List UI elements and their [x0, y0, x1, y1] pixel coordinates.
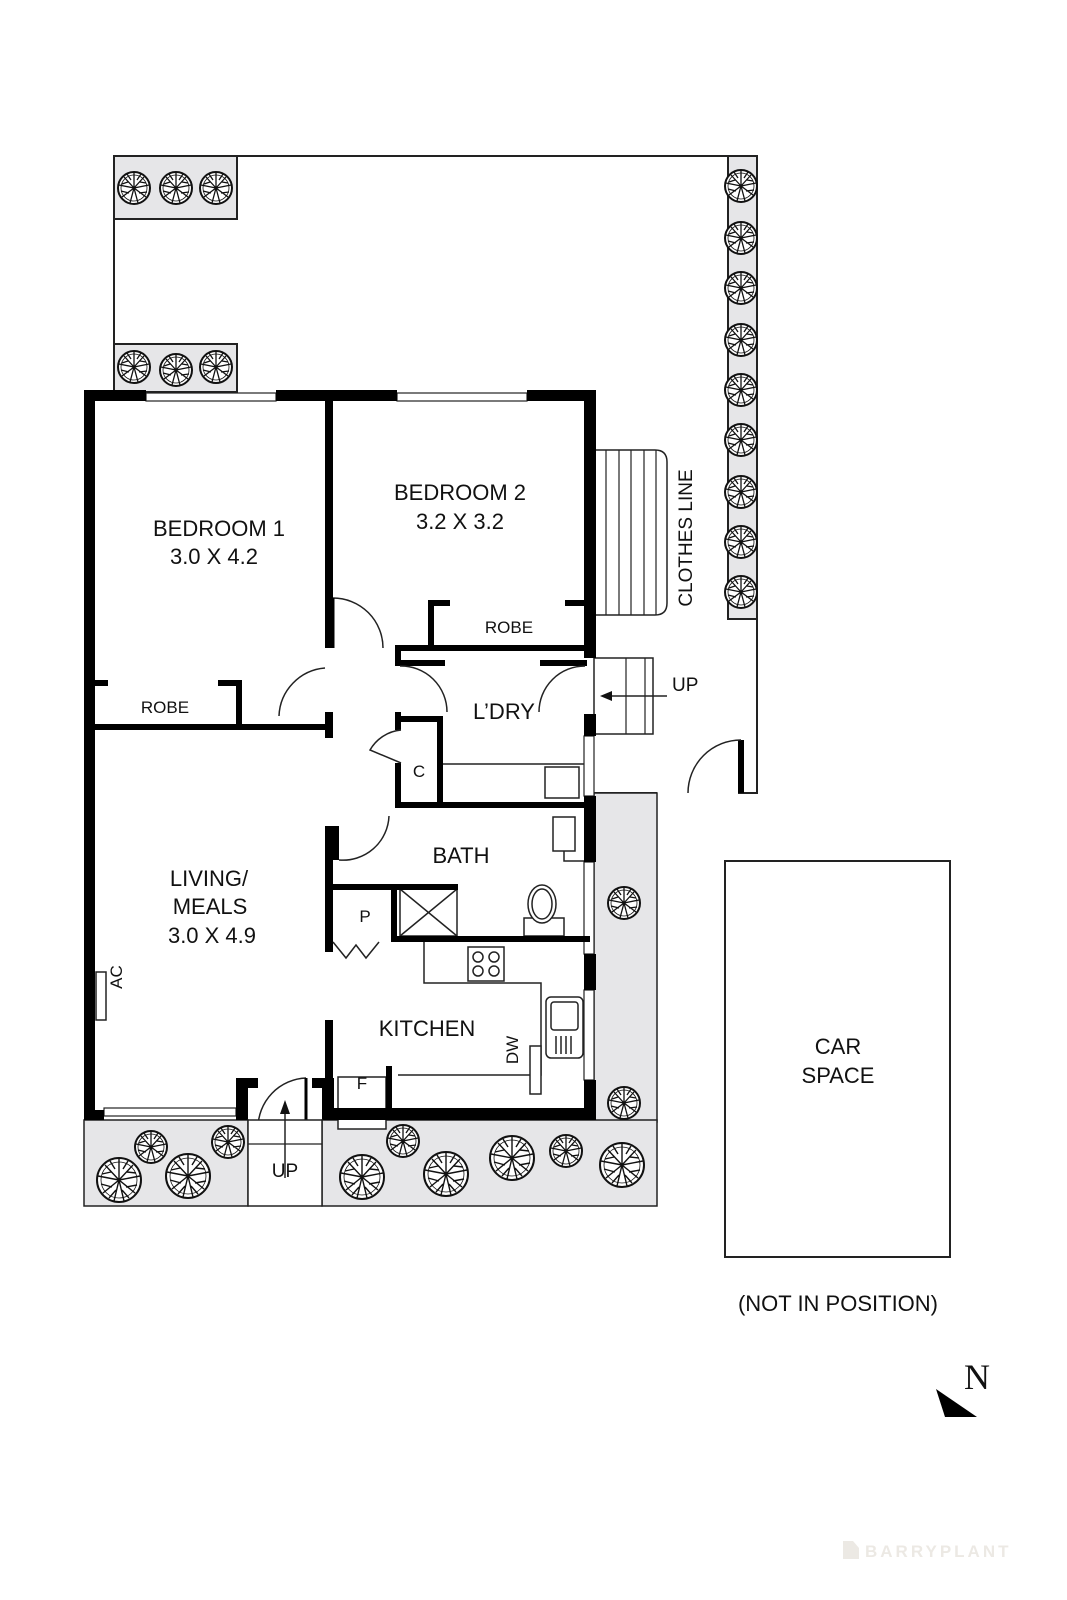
walls [84, 390, 596, 1120]
room-size-bedroom2: 3.2 X 3.2 [416, 509, 504, 534]
dishwasher-label: DW [503, 1036, 522, 1064]
room-name-kitchen: KITCHEN [379, 1016, 476, 1041]
car-space-note: (NOT IN POSITION) [738, 1291, 938, 1316]
room-name-bedroom2: BEDROOM 2 [394, 480, 526, 505]
car-space-label: CAR [815, 1034, 861, 1059]
car-space-label-2: SPACE [802, 1063, 875, 1088]
fixtures [95, 763, 584, 1130]
cupboard-label: C [413, 762, 425, 781]
room-name-robe2: ROBE [485, 618, 533, 637]
room-size-living: 3.0 X 4.9 [168, 923, 256, 948]
rear-stairs-label: UP [672, 675, 698, 696]
house-floor [88, 394, 590, 1114]
doors [257, 597, 586, 1129]
side-gate [687, 739, 744, 794]
room-name-meals: MEALS [173, 894, 248, 919]
fridge-label: F [357, 1074, 367, 1093]
pantry-label: P [359, 907, 370, 926]
clothes-line [596, 449, 668, 616]
north-label: N [964, 1357, 990, 1397]
watermark: BARRYPLANT [843, 1541, 1011, 1561]
room-name-living: LIVING/ [170, 866, 249, 891]
room-name-bath: BATH [432, 843, 489, 868]
front-stairs-label: UP [272, 1161, 298, 1182]
north-arrow-icon [936, 1389, 977, 1417]
room-name-robe1: ROBE [141, 698, 189, 717]
clothes-line-label: CLOTHES LINE [676, 469, 697, 606]
room-name-laundry: L’DRY [473, 699, 535, 724]
front-stairs [247, 1100, 323, 1207]
room-name-bedroom1: BEDROOM 1 [153, 516, 285, 541]
aircon-label: AC [107, 965, 126, 989]
room-size-bedroom1: 3.0 X 4.2 [170, 544, 258, 569]
rear-stairs [593, 657, 667, 735]
car-space [724, 860, 951, 1258]
watermark-text: BARRYPLANT [865, 1542, 1011, 1561]
